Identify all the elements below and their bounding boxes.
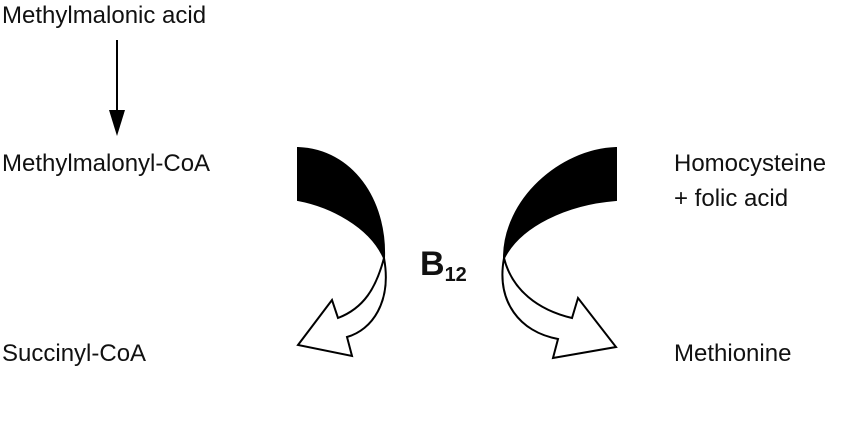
label-methylmalonyl-coa: Methylmalonyl-CoA: [2, 150, 211, 177]
left-curve-arrow-outline: [296, 257, 387, 358]
label-methylmalonic-acid: Methylmalonic acid: [2, 2, 207, 29]
label-homocysteine: Homocysteine: [674, 150, 827, 177]
cofactor-subscript: 12: [444, 264, 467, 286]
right-curve-arrow-filled: [503, 146, 617, 259]
right-curve-arrow-outline: [501, 257, 618, 360]
down-arrow-head: [109, 110, 125, 136]
cofactor-b12-label: B12: [420, 245, 467, 285]
label-succinyl-coa: Succinyl-CoA: [2, 340, 147, 367]
left-curve-arrow-filled: [297, 146, 386, 259]
label-methionine: Methionine: [674, 340, 792, 367]
label-folic-acid: + folic acid: [674, 185, 789, 212]
cofactor-base: B: [420, 245, 445, 283]
